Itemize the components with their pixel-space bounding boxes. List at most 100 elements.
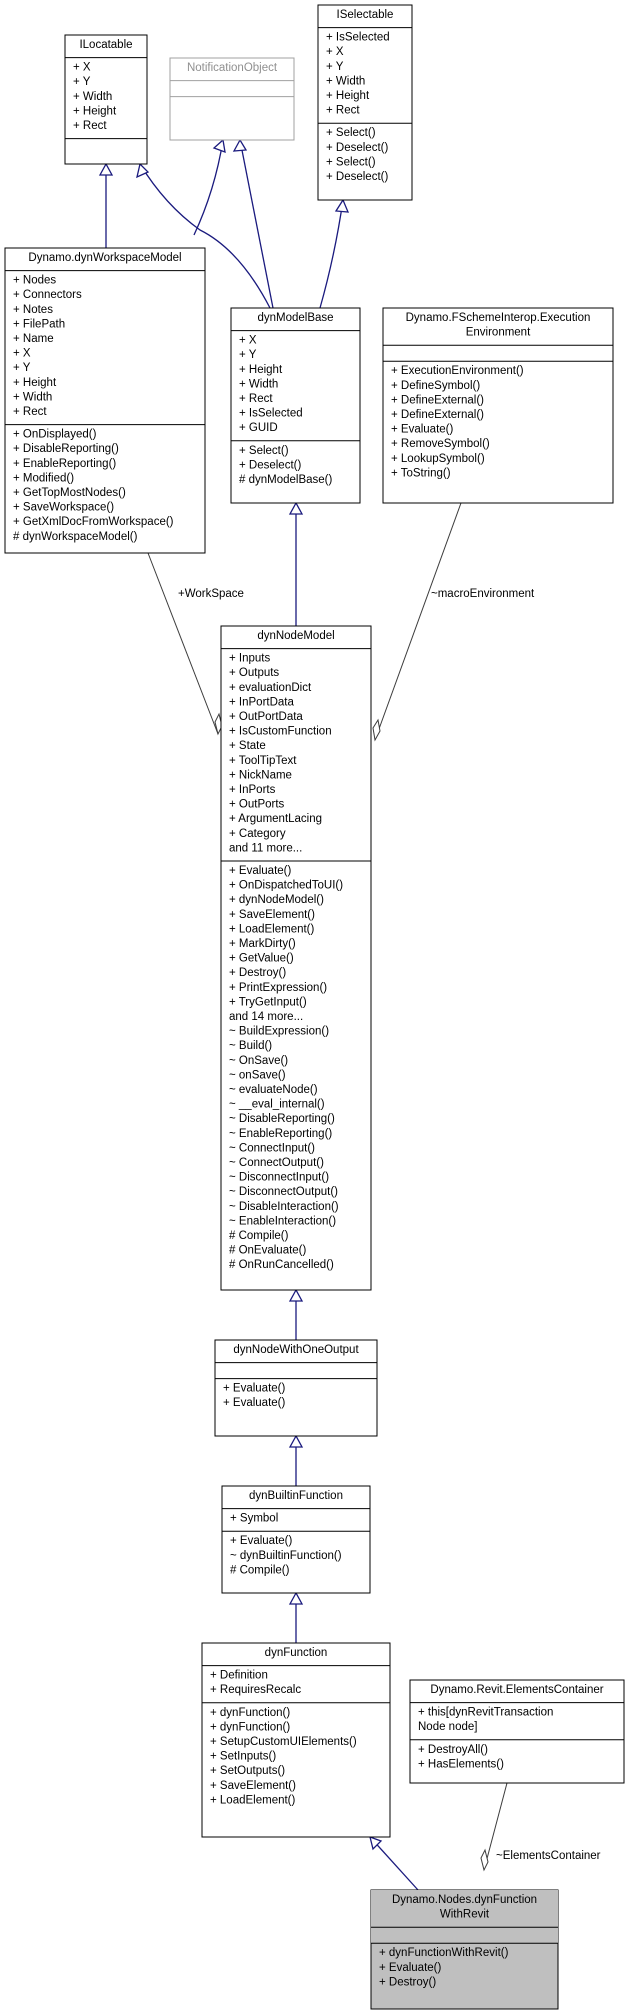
elements-container-attribute: Node node]: [418, 1721, 477, 1733]
node-one-output-frame: [214, 1339, 378, 1437]
execution-environment-method: + DefineSymbol(): [391, 380, 480, 392]
edge-workspace-association: [147, 552, 219, 735]
workspace-model-class: Dynamo.dynWorkspaceModel+ Nodes+ Connect…: [4, 247, 206, 554]
iselectable-method: + Select(): [326, 156, 376, 168]
label-macroenvironment: ~macroEnvironment: [431, 588, 535, 600]
iselectable-method: + Deselect(): [326, 142, 388, 154]
node-one-output-method: + Evaluate(): [223, 1397, 285, 1409]
node-model-method: + SaveElement(): [229, 909, 315, 921]
ilocatable-frame: [64, 34, 148, 165]
notification-object-class: NotificationObject: [169, 57, 295, 141]
execution-environment-title: Environment: [466, 327, 531, 339]
iselectable-class: ISelectable+ IsSelected+ X+ Y+ Width+ He…: [317, 4, 413, 201]
model-base-title: dynModelBase: [257, 312, 333, 324]
execution-environment-method: + ToString(): [391, 467, 451, 479]
arrowhead-notificationobject-b: [232, 138, 248, 152]
execution-environment-method: + DefineExternal(): [391, 409, 484, 421]
workspace-model-method: # dynWorkspaceModel(): [13, 531, 138, 543]
iselectable-frame: [317, 4, 413, 201]
ilocatable-attribute: + Width: [73, 91, 112, 103]
node-model-method: + dynNodeModel(): [229, 894, 324, 906]
function-method: + SetupCustomUIElements(): [210, 1736, 357, 1748]
function-class: dynFunction+ Definition+ RequiresRecalc+…: [201, 1642, 391, 1838]
function-with-revit-header-fill: [371, 1890, 558, 1944]
node-model-method: ~ DisableInteraction(): [229, 1201, 339, 1213]
elements-container-method: + HasElements(): [418, 1758, 504, 1770]
node-model-method: + MarkDirty(): [229, 938, 296, 950]
execution-environment-class: Dynamo.FSchemeInterop.ExecutionEnvironme…: [382, 307, 614, 504]
builtin-function-method: ~ dynBuiltinFunction(): [230, 1550, 342, 1562]
builtin-function-title: dynBuiltinFunction: [249, 1490, 343, 1502]
elements-container-attribute: + this[dynRevitTransaction: [418, 1707, 553, 1719]
model-base-attribute: + IsSelected: [239, 408, 303, 420]
execution-environment-method: + Evaluate(): [391, 424, 453, 436]
arrowhead-oneoutput: [288, 1434, 304, 1448]
model-base-attribute: + X: [239, 335, 257, 347]
model-base-attribute: + Width: [239, 378, 278, 390]
function-with-revit-method: + Destroy(): [379, 1976, 436, 1988]
node-model-method: ~ ConnectInput(): [229, 1142, 315, 1154]
node-model-method: ~ EnableReporting(): [229, 1128, 332, 1140]
function-method: + SaveElement(): [210, 1780, 296, 1792]
node-model-method: ~ EnableInteraction(): [229, 1215, 336, 1227]
function-method: + LoadElement(): [210, 1794, 296, 1806]
workspace-model-attribute: + Height: [13, 377, 57, 389]
workspace-model-title: Dynamo.dynWorkspaceModel: [28, 252, 181, 264]
builtin-function-attribute: + Symbol: [230, 1513, 278, 1525]
ilocatable-class: ILocatable+ X+ Y+ Width+ Height+ Rect: [64, 34, 148, 165]
workspace-model-attribute: + X: [13, 348, 31, 360]
node-model-attribute: + State: [229, 740, 266, 752]
ilocatable-attribute: + Rect: [73, 120, 107, 132]
ilocatable-attribute: + X: [73, 62, 91, 74]
node-with-one-output-class: dynNodeWithOneOutput+ Evaluate()+ Evalua…: [214, 1339, 378, 1437]
iselectable-method: + Select(): [326, 127, 376, 139]
node-model-attribute: + InPortData: [229, 696, 294, 708]
node-model-attribute: + ArgumentLacing: [229, 813, 322, 825]
node-model-attribute: + InPorts: [229, 784, 276, 796]
builtin-function-class: dynBuiltinFunction+ Symbol+ Evaluate()~ …: [221, 1485, 371, 1594]
function-frame: [201, 1642, 391, 1838]
node-model-method: + Evaluate(): [229, 865, 291, 877]
node-model-method: and 14 more...: [229, 1011, 303, 1023]
node-model-method: # Compile(): [229, 1230, 289, 1242]
function-with-revit-method: + Evaluate(): [379, 1962, 441, 1974]
node-model-method: ~ evaluateNode(): [229, 1084, 318, 1096]
node-model-attribute: + NickName: [229, 769, 292, 781]
function-attribute: + RequiresRecalc: [210, 1684, 301, 1696]
node-model-method: ~ __eval_internal(): [229, 1099, 325, 1111]
label-workspace: +WorkSpace: [178, 588, 244, 600]
node-model-method: ~ Build(): [229, 1040, 272, 1052]
node-model-method: ~ OnSave(): [229, 1055, 288, 1067]
node-model-attribute: + IsCustomFunction: [229, 726, 332, 738]
function-method: + dynFunction(): [210, 1721, 290, 1733]
node-model-method: ~ onSave(): [229, 1069, 286, 1081]
workspace-model-method: + DisableReporting(): [13, 443, 119, 455]
iselectable-attribute: + IsSelected: [326, 32, 390, 44]
function-with-revit-title: WithRevit: [440, 1909, 490, 1921]
execution-environment-method: + RemoveSymbol(): [391, 438, 490, 450]
workspace-model-method: + Modified(): [13, 472, 74, 484]
label-elementscontainer: ~ElementsContainer: [496, 1850, 601, 1862]
arrowhead-notificationobject-a: [212, 138, 226, 153]
elements-container-frame: [409, 1679, 625, 1784]
model-base-method: + Deselect(): [239, 459, 301, 471]
edge-revit-to-function: [369, 1836, 419, 1891]
notification-object-title: NotificationObject: [187, 62, 278, 74]
node-model-method: ~ DisconnectInput(): [229, 1172, 329, 1184]
function-with-revit-title: Dynamo.Nodes.dynFunction: [392, 1894, 537, 1906]
builtin-function-frame: [221, 1485, 371, 1594]
ilocatable-attribute: + Height: [73, 105, 117, 117]
ilocatable-title: ILocatable: [79, 39, 132, 51]
node-model-method: + OnDispatchedToUI(): [229, 880, 343, 892]
function-method: + dynFunction(): [210, 1707, 290, 1719]
arrowhead-builtin: [288, 1591, 304, 1605]
workspace-model-method: + OnDisplayed(): [13, 429, 97, 441]
workspace-model-method: + EnableReporting(): [13, 458, 116, 470]
node-model-frame: [220, 625, 372, 1291]
node-model-attribute: + evaluationDict: [229, 682, 312, 694]
node-one-output-title: dynNodeWithOneOutput: [233, 1344, 359, 1356]
workspace-model-attribute: + FilePath: [13, 318, 65, 330]
workspace-model-attribute: + Notes: [13, 304, 53, 316]
node-model-method: # OnEvaluate(): [229, 1245, 307, 1257]
